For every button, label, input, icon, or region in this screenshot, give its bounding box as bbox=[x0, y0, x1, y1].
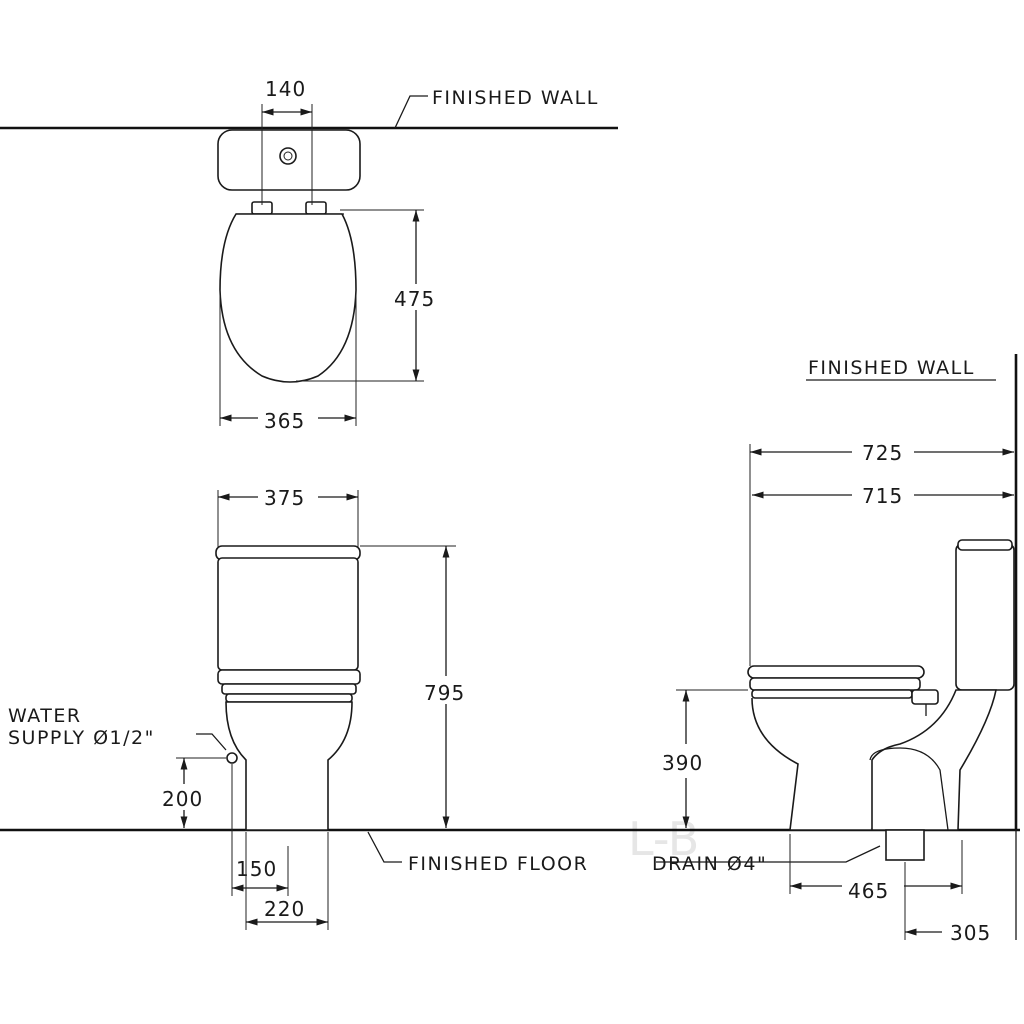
top-seat bbox=[219, 213, 357, 383]
side-view: FINISHED WALL DRAIN Ø4" 725 715 390 bbox=[652, 354, 1018, 945]
seat-hinge-right bbox=[305, 201, 327, 215]
dim-150: 150 bbox=[236, 857, 277, 881]
dim-305: 305 bbox=[950, 921, 991, 945]
flush-button bbox=[279, 147, 297, 165]
dim-390: 390 bbox=[662, 751, 703, 775]
dim-365: 365 bbox=[264, 409, 305, 433]
side-finished-wall-label: FINISHED WALL bbox=[808, 357, 975, 379]
dim-200: 200 bbox=[162, 787, 203, 811]
dim-465: 465 bbox=[848, 879, 889, 903]
water-supply-label-line1: WATER bbox=[8, 705, 82, 727]
top-finished-wall-label: FINISHED WALL bbox=[432, 87, 599, 109]
top-wall-leader bbox=[394, 95, 428, 129]
side-drain bbox=[885, 829, 925, 861]
dim-220: 220 bbox=[264, 897, 305, 921]
side-tank bbox=[955, 543, 1015, 691]
front-tank bbox=[217, 557, 359, 671]
dim-140: 140 bbox=[265, 77, 306, 101]
side-seat bbox=[747, 665, 925, 679]
water-supply-label-line2: SUPPLY Ø1/2" bbox=[8, 727, 155, 749]
front-view: WATER SUPPLY Ø1/2" 375 795 200 150 220 bbox=[8, 486, 465, 930]
drain-label: DRAIN Ø4" bbox=[652, 853, 767, 875]
top-view: FINISHED WALL 140 475 365 bbox=[0, 77, 618, 433]
front-bowl bbox=[225, 701, 353, 831]
dim-375: 375 bbox=[264, 486, 305, 510]
front-seat bbox=[217, 669, 361, 685]
floor-leader bbox=[367, 831, 402, 863]
dim-475: 475 bbox=[394, 287, 435, 311]
water-supply-inlet bbox=[226, 752, 238, 764]
dim-725: 725 bbox=[862, 441, 903, 465]
finished-floor-label: FINISHED FLOOR bbox=[408, 853, 588, 875]
dim-795: 795 bbox=[424, 681, 465, 705]
dim-715: 715 bbox=[862, 484, 903, 508]
side-bowl bbox=[751, 689, 997, 831]
